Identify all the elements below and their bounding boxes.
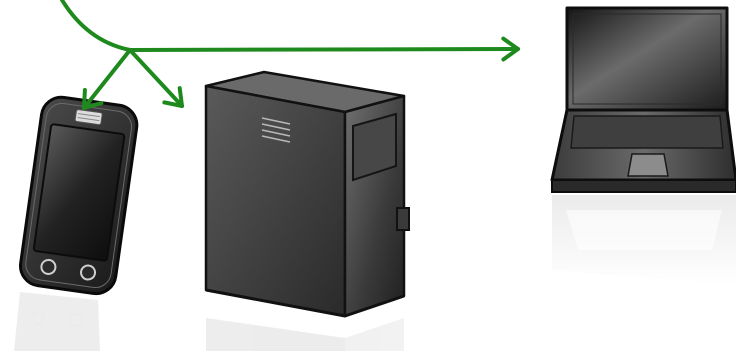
desktop-tower-reflection — [206, 318, 404, 351]
incoming-connector-line — [60, 0, 132, 52]
desktop-tower-icon — [204, 70, 410, 351]
desktop-tower-side-panel — [352, 112, 397, 182]
laptop-keyboard — [570, 115, 724, 149]
arrowhead-icon — [501, 36, 520, 62]
laptop-icon — [548, 6, 736, 285]
port-icon — [396, 207, 410, 231]
connector-line-to-laptop — [128, 47, 520, 52]
smartphone-reflection — [14, 292, 100, 351]
smartphone-icon — [14, 95, 139, 351]
laptop-front-edge — [551, 179, 736, 193]
connector-arrows — [60, 0, 520, 110]
vent-icon — [261, 117, 291, 143]
smartphone-screen — [32, 123, 126, 262]
arrowhead-icon — [162, 86, 184, 108]
laptop-screen — [565, 6, 729, 112]
touchpad-icon — [627, 153, 669, 177]
connector-line-to-smartphone — [82, 48, 132, 110]
smartphone-right-button-icon — [80, 264, 97, 281]
smartphone-left-button-icon — [40, 258, 57, 275]
smartphone-speaker-icon — [74, 109, 103, 126]
connector-line-to-desktop-tower — [128, 48, 184, 108]
arrowhead-icon — [82, 88, 104, 110]
